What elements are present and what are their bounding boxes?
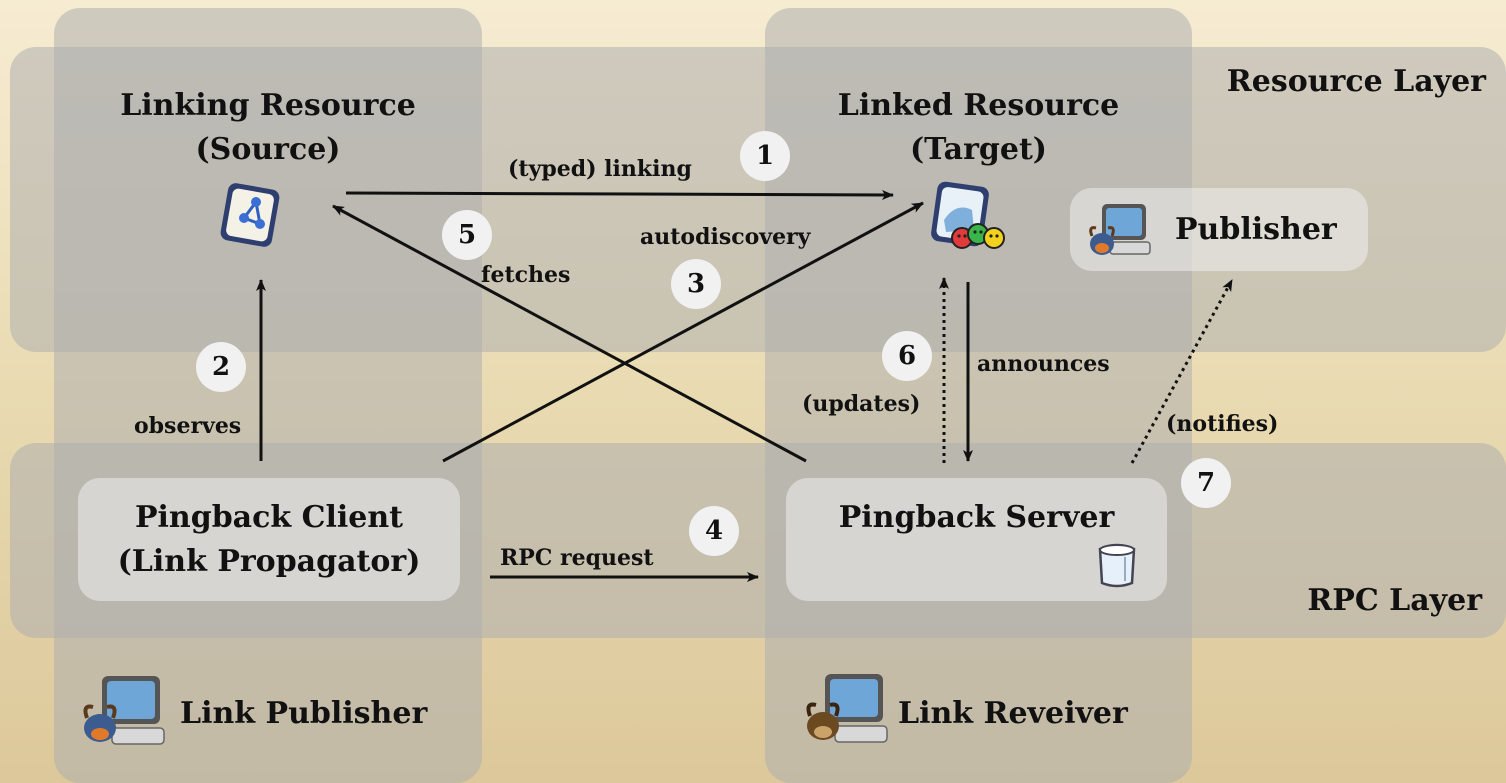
edge-label-autodiscovery: autodiscovery [640,224,811,250]
link-publisher-column [54,8,482,783]
computer-gnu-icon [806,674,888,743]
step-badge: 6 [882,331,932,381]
pingback-client-box [78,478,460,601]
edge-label-notifies: (notifies) [1166,411,1279,437]
link-receiver-column [765,8,1192,783]
linking-resource-title: Linking Resource (Source) [120,88,416,167]
edge-label-rpc-request: RPC request [500,545,654,571]
pingback-client-title: Pingback Client (Link Propagator) [117,500,421,579]
edge-label-observes: observes [134,413,242,439]
arrow-fetches [332,204,807,463]
step-badge: 7 [1181,458,1231,508]
resource-layer-label: Resource Layer [1226,64,1486,99]
arrow-notifies [1130,279,1234,464]
edge-label-fetches: fetches [481,262,571,288]
arrow-typed-linking [345,189,894,200]
step-badge: 1 [740,131,790,181]
database-icon [1098,543,1136,588]
step-badge: 2 [196,342,246,392]
edge-label-updates: (updates) [802,391,921,417]
multimedia-document-icon [931,181,1005,249]
step-badge: 5 [442,210,492,260]
step-badge: 4 [689,506,739,556]
edge-label-typed-linking: (typed) linking [508,156,692,182]
rpc-layer-label: RPC Layer [1307,583,1482,618]
link-publisher-label: Link Publisher [180,696,428,731]
rdf-document-icon [220,183,280,247]
step-badge: 3 [671,259,721,309]
link-receiver-label: Link Reveiver [898,696,1128,731]
computer-gnu-icon [83,676,165,745]
publisher-label: Publisher [1175,212,1337,247]
arrow-autodiscovery [442,201,924,463]
edge-label-announces: announces [977,351,1110,377]
linked-resource-title: Linked Resource (Target) [837,88,1120,167]
computer-gnu-icon [1089,204,1151,255]
pingback-server-title: Pingback Server [838,500,1115,535]
